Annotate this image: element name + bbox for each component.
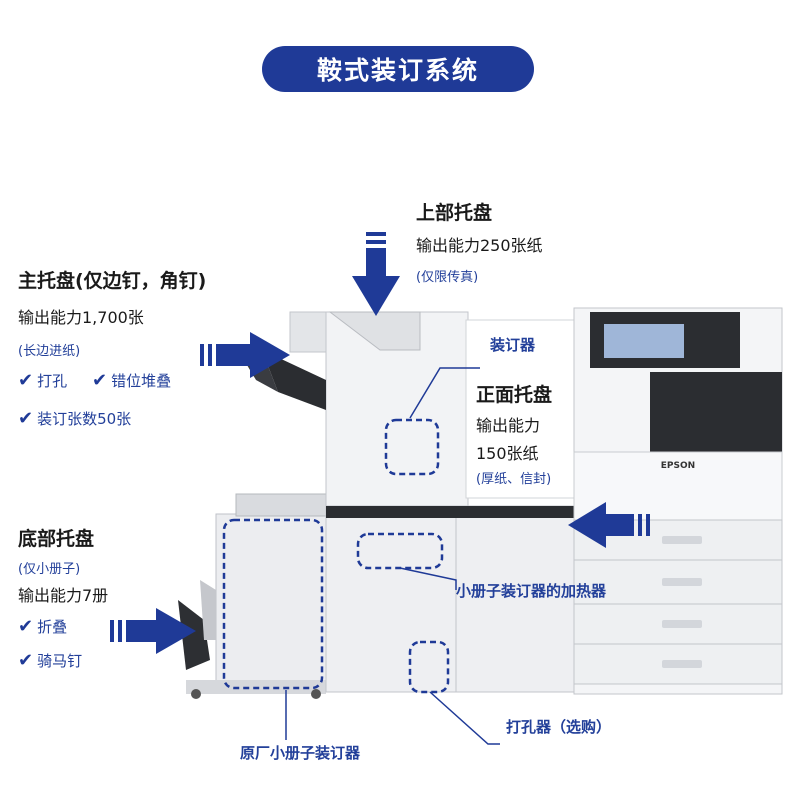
check-icon: ✔ xyxy=(18,408,34,429)
stapler-label: 装订器 xyxy=(490,336,536,354)
check-icon: ✔ xyxy=(18,616,34,637)
booklet-maker-region xyxy=(222,518,324,690)
front-tray-note: (厚纸、信封) xyxy=(476,472,552,487)
check-icon: ✔ xyxy=(18,650,34,671)
main-tray-note: (长边进纸) xyxy=(18,344,81,359)
front-tray-capacity-line2: 150张纸 xyxy=(476,444,539,463)
main-tray-capacity: 输出能力1,700张 xyxy=(18,308,144,327)
main-tray-shape xyxy=(262,350,326,410)
stapler-leader xyxy=(409,367,480,419)
booklet-maker-body xyxy=(215,513,327,691)
upper-tray-arrow xyxy=(352,232,400,316)
check-icon: ✔ xyxy=(18,370,34,391)
finisher-lower-body xyxy=(325,505,457,693)
bottom-tray-feature: ✔ 骑马钉 xyxy=(18,650,83,671)
printer-brand-text: EPSON xyxy=(661,461,695,471)
hole-punch-label: 打孔器（选购） xyxy=(506,718,612,736)
bottom-tray-capacity: 输出能力7册 xyxy=(18,586,109,605)
bottom-tray-arrow xyxy=(110,608,196,654)
bottom-tray-feature: ✔ 折叠 xyxy=(18,616,68,637)
main-tray-feature: ✔ 错位堆叠 xyxy=(92,370,172,391)
main-tray-heading: 主托盘(仅边钉，角钉) xyxy=(18,270,207,292)
main-tray-feature: ✔ 装订张数50张 xyxy=(18,408,132,429)
bottom-tray-heading: 底部托盘 xyxy=(18,528,95,550)
front-tray-heading: 正面托盘 xyxy=(476,384,553,406)
bottom-tray-shape xyxy=(178,600,210,670)
booklet-heater-label: 小册子装订器的加热器 xyxy=(456,582,607,600)
booklet-maker-label: 原厂小册子装订器 xyxy=(240,744,361,762)
upper-tray-heading: 上部托盘 xyxy=(416,202,493,224)
page-title: 鞍式装订系统 xyxy=(262,46,534,92)
punch-leader xyxy=(429,691,500,745)
front-tray-capacity-line1: 输出能力 xyxy=(476,416,541,435)
front-tray-arrow xyxy=(568,502,650,548)
heater-leader xyxy=(399,567,457,590)
upper-tray-note: (仅限传真) xyxy=(416,270,479,285)
main-tray-arrow xyxy=(200,332,290,378)
upper-tray-capacity: 输出能力250张纸 xyxy=(416,236,543,255)
check-icon: ✔ xyxy=(92,370,108,391)
bottom-tray-note: (仅小册子) xyxy=(18,562,81,577)
stapler-region xyxy=(384,418,440,476)
main-tray-feature: ✔ 打孔 xyxy=(18,370,68,391)
